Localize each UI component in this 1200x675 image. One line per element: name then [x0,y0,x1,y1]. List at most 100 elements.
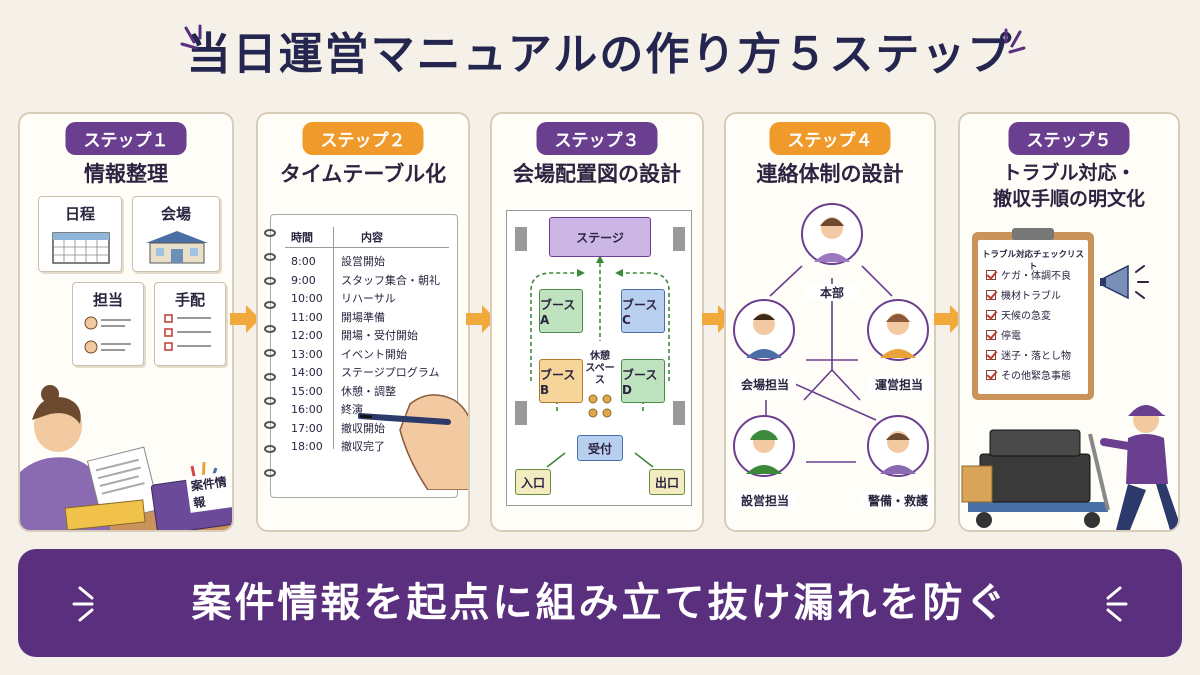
rest-label-2: スペース [585,363,615,386]
checkbox-icon [986,290,996,300]
sparkle-icon [72,586,94,622]
checklist-item: 天候の急変 [986,308,1051,326]
spiral-binding-icon [264,229,276,477]
layout-arrows [515,227,685,468]
step-1-panel: ステップ１ 情報整理 日程 会場 担当 [18,112,234,532]
header-item: 内容 [361,231,383,244]
entrance-area: 入口 [515,469,551,495]
step-arrow-icon [934,305,964,333]
row-time: 10:00 [291,292,323,305]
communication-network-diagram [733,203,929,477]
arrangement-card: 手配 [154,282,226,366]
building-icon [146,231,208,264]
exit-area: 出口 [649,469,685,495]
header-time: 時間 [291,231,313,244]
venue-card: 会場 [132,196,220,272]
checkbox-icon [986,310,996,320]
summary-banner: 案件情報を起点に組み立て抜け漏れを防ぐ [18,549,1182,657]
step-title: 連絡体制の設計 [756,162,904,186]
row-item: イベント開始 [341,347,407,361]
row-time: 14:00 [291,366,323,379]
step-title: タイムテーブル化 [279,162,447,186]
row-item: 休憩・調整 [341,384,396,398]
step-title: 会場配置図の設計 [513,162,681,186]
writing-hand-illustration [358,394,468,490]
row-item: ステージプログラム [341,366,440,379]
trouble-checklist-clipboard: トラブル対応チェックリスト ケガ・体調不良機材トラブル天候の急変停電迷子・落とし… [972,228,1094,400]
page-title: 当日運営マニュアルの作り方５ステップ [186,29,1014,80]
timetable-header: 時間 内容 [271,229,457,246]
row-time: 17:00 [291,421,323,435]
row-time: 12:00 [291,329,323,342]
sparkle-icon [180,24,202,50]
timetable-row: 18:00 撤収完了 [271,438,457,455]
checklist-item: ケガ・体調不良 [986,268,1071,286]
step-badge: ステップ５ [1008,122,1130,155]
checklist-item: その他緊急事態 [986,368,1071,386]
step-badge: ステップ３ [536,122,658,155]
row-item: 開場準備 [341,310,385,324]
role-hq-label: 本部 [806,284,858,301]
row-item: リハーサル [341,292,396,305]
staff-card: 担当 [72,282,144,366]
stage-area: ステージ [549,217,651,257]
step-title: トラブル対応・ 撤収手順の明文化 [960,160,1178,212]
step-arrow-icon [466,305,496,333]
step-5-panel: ステップ５ トラブル対応・ 撤収手順の明文化 トラブル対応チェックリスト ケガ・… [958,112,1180,532]
checklist-item-label: ケガ・体調不良 [1001,271,1071,282]
checklist-icon [164,314,211,351]
step-arrow-icon [230,305,260,333]
timetable-row: 10:00 リハーサル [271,290,457,307]
row-item: スタッフ集合・朝礼 [341,273,440,287]
megaphone-icon [1100,264,1149,300]
row-item: 撤収完了 [341,440,385,453]
reception-area: 受付 [577,435,623,461]
sparkle-icon [1106,586,1128,622]
step-badge: ステップ１ [65,122,187,155]
row-item: 設営開始 [341,255,385,268]
checklist-item-label: その他緊急事態 [1001,371,1071,382]
booth-d: ブースD [621,359,665,403]
row-time: 8:00 [291,255,316,268]
step-4-panel: ステップ４ 連絡体制の設計 本部 会場担当 運営担当 設営担当 警備・救護 [724,112,936,532]
checklist-item: 機材トラブル [986,288,1061,306]
people-list-icon [84,316,131,354]
step-3-panel: ステップ３ 会場配置図の設計 [490,112,704,532]
timetable-row: 11:00 開場準備 [271,309,457,326]
role-venue-label: 会場担当 [734,376,796,393]
rest-space-label: 休憩 スペース [581,351,619,387]
calendar-icon [52,232,110,264]
card-label: 会場 [160,205,191,223]
step-badge: ステップ２ [302,122,424,155]
checklist-item-label: 天候の急変 [1001,311,1051,322]
checkbox-icon [986,330,996,340]
card-label: 担当 [92,291,123,309]
booth-c: ブースC [621,289,665,333]
timetable-row: 14:00 ステージプログラム [271,364,457,381]
venue-layout-map: ステージ ブースA ブースC ブースB ブースD 休憩 スペース 受付 入口 出… [506,210,692,506]
role-security-label: 警備・救護 [862,492,934,509]
card-label: 日程 [64,205,95,223]
row-item: 終演 [341,403,363,416]
checklist-item-label: 停電 [1001,331,1021,342]
schedule-card: 日程 [38,196,122,272]
booth-a: ブースA [539,289,583,333]
step-title: 情報整理 [84,162,168,186]
worker-cart-illustration [961,405,1178,530]
row-item: 撤収開始 [341,421,385,435]
row-time: 11:00 [291,310,323,324]
sparkle-icon [1004,28,1026,54]
timetable-row: 17:00 撤収開始 [271,420,457,437]
row-time: 18:00 [291,440,323,453]
role-setup-label: 設営担当 [734,492,796,509]
checklist-item-label: 迷子・落とし物 [1001,351,1071,362]
checklist-title: トラブル対応チェックリスト [981,250,1084,272]
checklist-item: 停電 [986,328,1021,346]
timetable-row: 8:00 設営開始 [271,253,457,270]
rest-label-1: 休憩 [590,351,610,362]
